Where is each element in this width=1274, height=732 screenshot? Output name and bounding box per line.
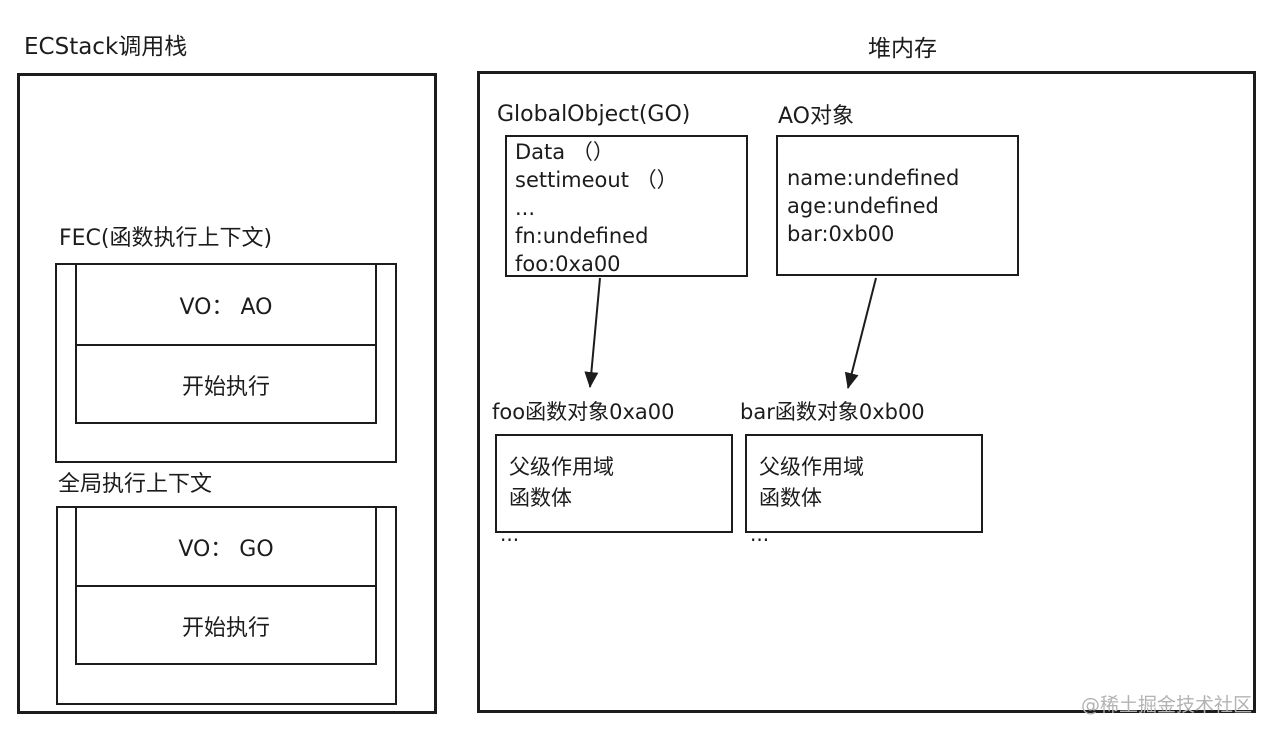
gec-vo-cell: VO： GO (77, 508, 375, 587)
go-line: foo:0xa00 (515, 252, 621, 276)
fec-inner-box: VO： AO 开始执行 (75, 263, 377, 424)
heap-title: 堆内存 (868, 36, 937, 62)
foo-object-label: foo函数对象0xa00 (492, 400, 675, 424)
go-object-label: GlobalObject(GO) (497, 102, 691, 127)
go-line: ... (515, 196, 536, 220)
foo-overflow-dots: ... (500, 522, 520, 546)
ao-line: name:undefined (787, 166, 960, 190)
bar-object-label: bar函数对象0xb00 (740, 400, 925, 424)
ecstack-title: ECStack调用栈 (24, 34, 188, 60)
ao-object-box: name:undefined age:undefined bar:0xb00 (776, 135, 1019, 276)
foo-line: 函数体 (509, 486, 572, 510)
bar-object-box: 父级作用域 函数体 (745, 434, 983, 533)
ao-object-label: AO对象 (778, 104, 854, 129)
foo-line: 父级作用域 (509, 455, 614, 479)
go-object-box: Data （） settimeout （） ... fn:undefined f… (505, 135, 748, 277)
go-line: fn:undefined (515, 224, 649, 248)
fec-label: FEC(函数执行上下文) (59, 226, 273, 251)
gec-inner-box: VO： GO 开始执行 (75, 506, 377, 665)
fec-action-cell: 开始执行 (181, 375, 270, 400)
go-line: Data （） (515, 140, 614, 164)
bar-overflow-dots: ... (750, 522, 770, 546)
gec-action-cell: 开始执行 (181, 616, 270, 641)
bar-line: 函数体 (759, 486, 822, 510)
ao-line: age:undefined (787, 194, 939, 218)
ao-line: bar:0xb00 (787, 222, 895, 246)
heap-panel-box (477, 71, 1256, 713)
ecstack-panel-box (17, 73, 437, 714)
gec-label: 全局执行上下文 (58, 472, 213, 497)
foo-object-box: 父级作用域 函数体 (495, 434, 733, 533)
bar-line: 父级作用域 (759, 455, 864, 479)
go-line: settimeout （） (515, 168, 678, 192)
fec-vo-cell: VO： AO (77, 265, 375, 346)
watermark: @稀土掘金技术社区 (1080, 694, 1252, 716)
